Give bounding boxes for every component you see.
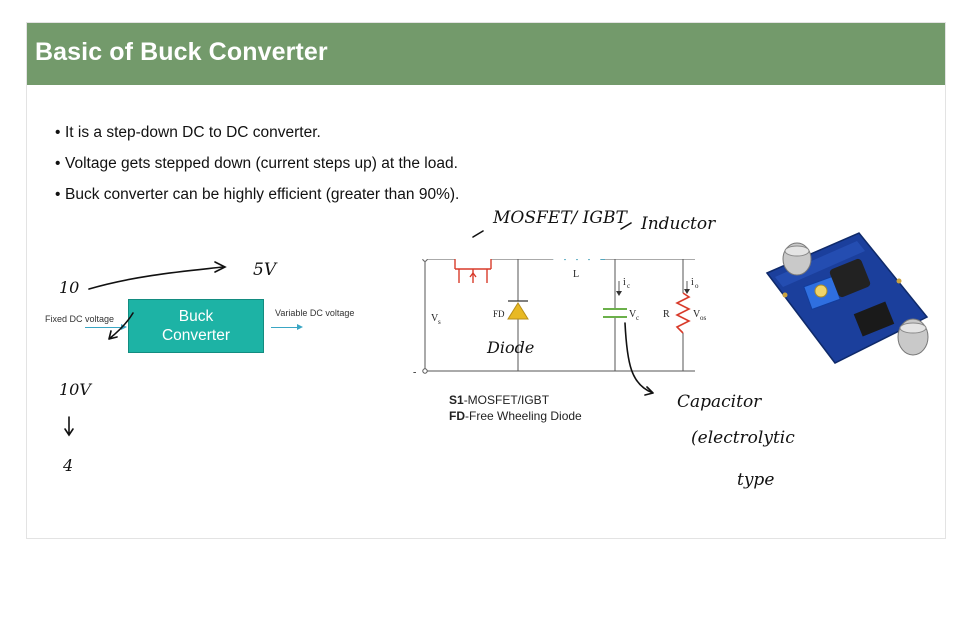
plus-label: + [413, 259, 419, 260]
vo-sub: os [700, 314, 707, 322]
circuit-caption: S1-MOSFET/IGBT FD-Free Wheeling Diode [449, 392, 582, 424]
plus-terminal [422, 259, 428, 262]
fd-label: FD [493, 309, 505, 319]
switch-s1 [454, 259, 492, 283]
l-label: L [573, 269, 579, 280]
bullet-item: Buck converter can be highly efficient (… [55, 179, 459, 210]
vc-label: V [629, 309, 637, 320]
buck-converter-box: Buck Converter [128, 299, 264, 353]
minus-label: - [413, 367, 416, 378]
bullet-list: It is a step-down DC to DC converter. Vo… [55, 117, 459, 210]
minus-terminal [422, 368, 428, 374]
slide: Basic of Buck Converter It is a step-dow… [26, 22, 946, 539]
caption-line-fd: FD-Free Wheeling Diode [449, 409, 582, 423]
buck-box-line1: Buck [178, 308, 214, 325]
bullet-item: It is a step-down DC to DC converter. [55, 117, 459, 148]
buck-module-image [765, 232, 929, 364]
vc-sub: c [636, 314, 639, 322]
vo-label: V [693, 309, 701, 320]
ic-sub: c [627, 282, 630, 290]
title-bar: Basic of Buck Converter [27, 23, 945, 85]
slide-title: Basic of Buck Converter [35, 38, 328, 66]
ic-label: i [623, 277, 626, 288]
input-label: Fixed DC voltage [45, 314, 115, 324]
r-label: R [663, 309, 670, 320]
buck-box-line2: Converter [161, 327, 231, 344]
output-arrow-head [297, 324, 303, 330]
bullet-item: Voltage gets stepped down (current steps… [55, 148, 459, 179]
io-sub: o [695, 282, 699, 290]
input-arrow-head [121, 324, 127, 330]
output-label: Variable DC voltage [275, 308, 355, 318]
caption-line-s1: S1-MOSFET/IGBT [449, 393, 550, 407]
output-arrow-line [271, 327, 297, 328]
input-arrow-line [85, 327, 121, 328]
buck-circuit-schematic: + - S 1 V L L V s FD i c V c R i o V os [413, 259, 707, 378]
vs-sub: s [438, 318, 441, 326]
io-label: i [691, 277, 694, 288]
vs-label: V [431, 313, 439, 324]
diode-symbol [507, 302, 529, 320]
resistor-symbol [675, 292, 691, 334]
block-diagram: Fixed DC voltage Buck Converter Variable… [27, 23, 945, 538]
